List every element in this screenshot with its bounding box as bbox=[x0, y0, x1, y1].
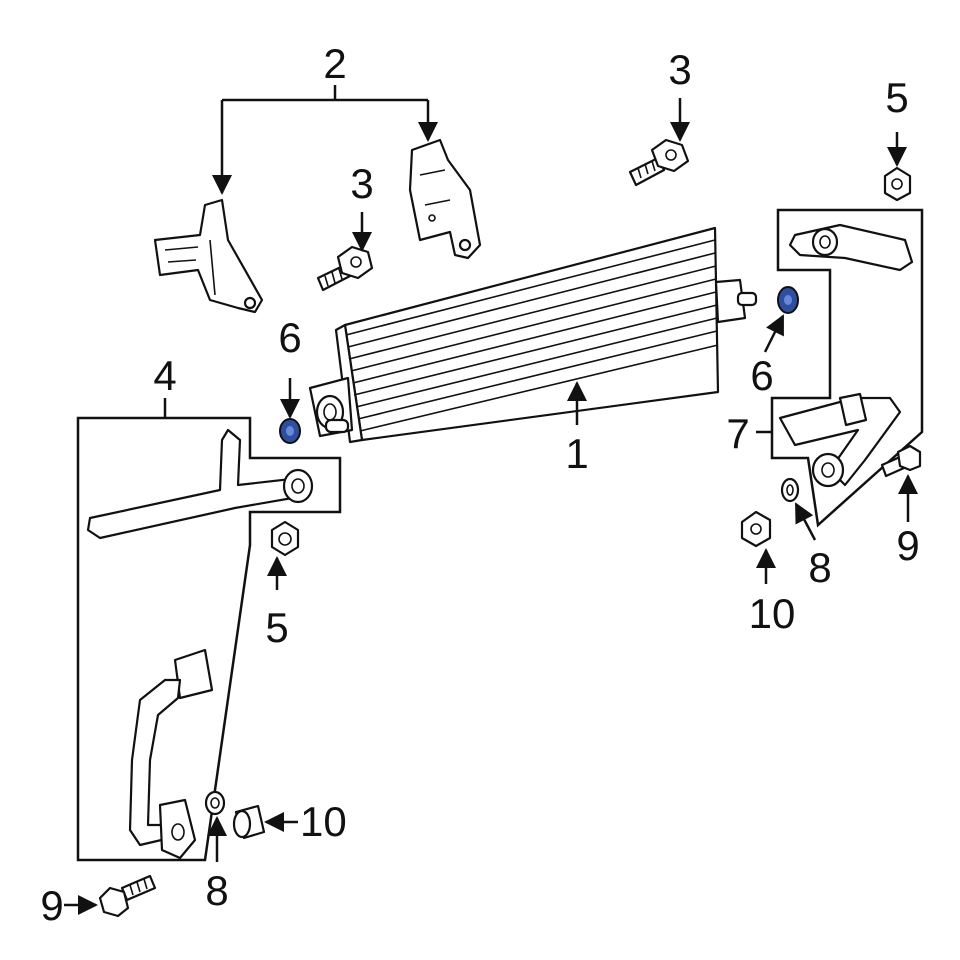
bolt-icon bbox=[628, 138, 690, 187]
cooler-line-upper-icon bbox=[86, 428, 314, 540]
flange-nut-icon bbox=[740, 510, 772, 548]
bracket-left-icon bbox=[153, 198, 264, 314]
callout-10-left: 10 bbox=[300, 798, 347, 845]
callout-1: 1 bbox=[565, 430, 588, 477]
callout-9-left: 9 bbox=[40, 882, 63, 929]
callout-8-left: 8 bbox=[205, 867, 228, 914]
oil-cooler-icon bbox=[308, 226, 758, 444]
bolt-icon bbox=[316, 245, 374, 292]
callout-7: 7 bbox=[726, 410, 749, 457]
callout-2: 2 bbox=[323, 40, 346, 87]
bracket-right-icon bbox=[408, 138, 482, 260]
cooler-line-right-lower-icon bbox=[778, 392, 902, 488]
bolt-icon bbox=[98, 874, 157, 918]
o-ring-seal-icon bbox=[777, 286, 799, 314]
cooler-fins bbox=[345, 239, 719, 432]
callout-3-left: 3 bbox=[350, 160, 373, 207]
callout-6-right: 6 bbox=[750, 352, 773, 399]
callout-4: 4 bbox=[153, 352, 176, 399]
line-4-outline bbox=[76, 416, 342, 862]
callout-6-left: 6 bbox=[278, 314, 301, 361]
o-ring-seal-icon bbox=[279, 418, 301, 444]
callout-5-right: 5 bbox=[885, 74, 908, 121]
callout-5-left: 5 bbox=[265, 604, 288, 651]
callout-8-right: 8 bbox=[808, 544, 831, 591]
flange-nut-icon bbox=[232, 804, 266, 840]
cooler-line-right-upper-icon bbox=[788, 223, 914, 272]
washer-icon bbox=[204, 790, 226, 816]
bolt-icon bbox=[880, 444, 922, 478]
nut-icon bbox=[270, 520, 300, 557]
callout-9-right: 9 bbox=[896, 522, 919, 569]
line-7-outline bbox=[770, 208, 924, 528]
nut-icon bbox=[883, 166, 912, 202]
cooler-line-lower-icon bbox=[128, 648, 214, 860]
callout-10-right: 10 bbox=[749, 590, 796, 637]
washer-icon bbox=[780, 477, 800, 503]
callout-3-right: 3 bbox=[668, 46, 691, 93]
